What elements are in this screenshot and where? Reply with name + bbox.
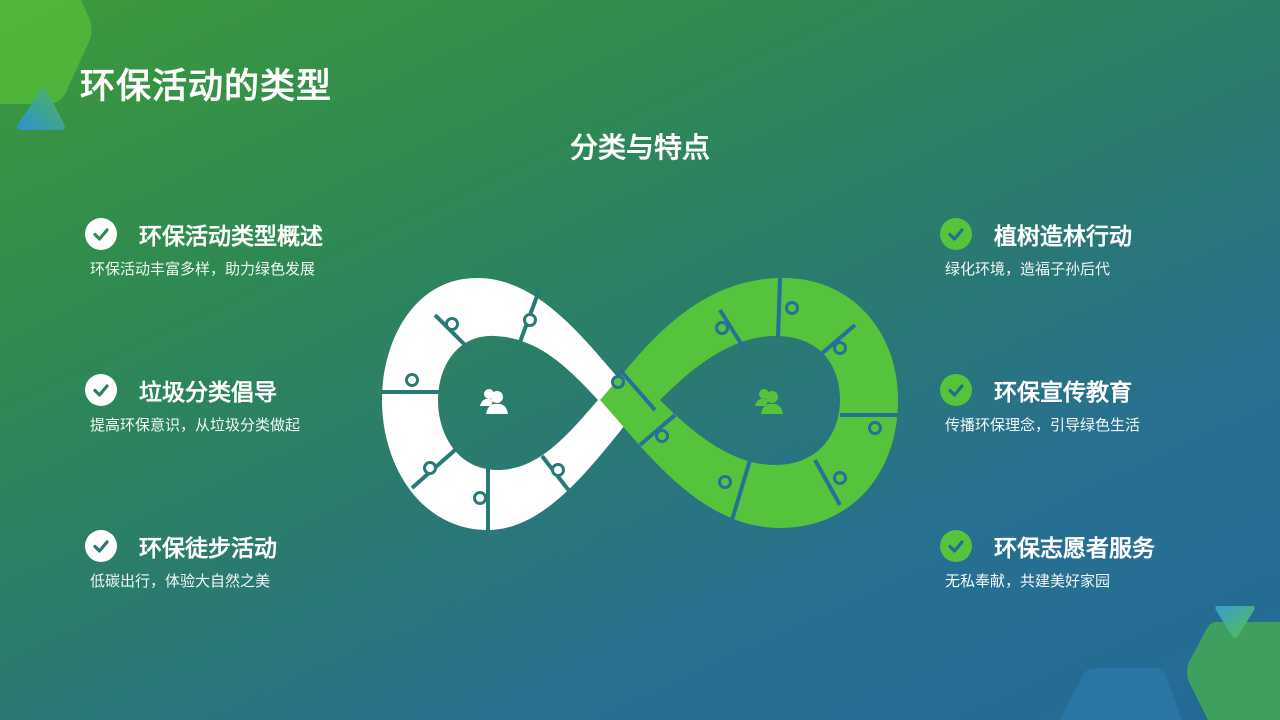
deco-hexagon-top-left: [0, 0, 92, 104]
infinity-puzzle-diagram: [382, 277, 898, 531]
item-desc: 环保活动丰富多样，助力绿色发展: [90, 260, 316, 278]
users-icon-right: [755, 389, 783, 414]
right-loop-green: [600, 277, 898, 528]
deco-triangle-top-left: [17, 88, 65, 130]
item-desc: 传播环保理念，引导绿色生活: [945, 416, 1141, 434]
right-item-volunteer: 环保志愿者服务 无私奉献，共建美好家园: [940, 528, 1155, 591]
check-circle-icon: [85, 374, 117, 406]
item-label: 环保活动类型概述: [139, 224, 323, 250]
item-desc: 绿化环境，造福子孙后代: [945, 260, 1111, 278]
check-circle-icon: [85, 218, 117, 250]
item-label: 环保志愿者服务: [994, 536, 1155, 562]
item-label: 环保宣传教育: [994, 380, 1132, 406]
left-loop-white: [382, 277, 625, 531]
check-circle-icon: [940, 530, 972, 562]
left-item-overview: 环保活动类型概述 环保活动丰富多样，助力绿色发展: [85, 216, 323, 279]
check-circle-icon: [940, 374, 972, 406]
right-item-tree-planting: 植树造林行动 绿化环境，造福子孙后代: [940, 216, 1132, 279]
item-label: 植树造林行动: [994, 224, 1132, 250]
item-desc: 提高环保意识，从垃圾分类做起: [90, 416, 301, 434]
deco-hexagon-bottom-right: [1187, 622, 1280, 720]
item-desc: 无私奉献，共建美好家园: [945, 572, 1111, 590]
deco-triangle-bottom-right: [1215, 606, 1255, 638]
section-subtitle: 分类与特点: [569, 131, 710, 164]
check-circle-icon: [85, 530, 117, 562]
left-item-hiking: 环保徒步活动 低碳出行，体验大自然之美: [85, 528, 277, 591]
check-circle-icon: [940, 218, 972, 250]
right-item-education: 环保宣传教育 传播环保理念，引导绿色生活: [940, 372, 1140, 435]
deco-hexagon-bottom: [1059, 668, 1183, 720]
item-desc: 低碳出行，体验大自然之美: [90, 572, 271, 590]
page-title: 环保活动的类型: [80, 67, 333, 107]
left-item-waste-sorting: 垃圾分类倡导 提高环保意识，从垃圾分类做起: [85, 372, 300, 435]
users-icon-left: [480, 389, 508, 414]
item-label: 垃圾分类倡导: [139, 380, 277, 406]
item-label: 环保徒步活动: [139, 536, 277, 562]
